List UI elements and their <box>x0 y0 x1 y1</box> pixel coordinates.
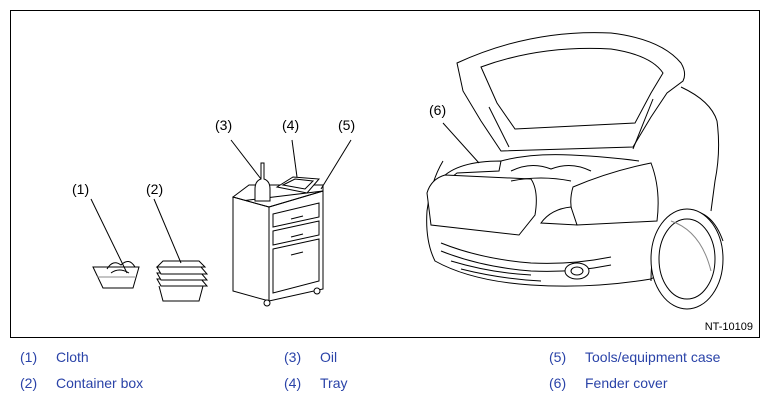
illustration <box>90 32 724 310</box>
legend-number: (2) <box>20 375 38 391</box>
legend-item-tray: (4) Tray <box>284 375 347 391</box>
legend-label: Container box <box>56 375 144 391</box>
legend-number: (1) <box>20 349 38 365</box>
callout-6: (6) <box>429 102 447 118</box>
legend-label: Fender cover <box>585 375 668 391</box>
callout-2: (2) <box>146 181 164 197</box>
legend-item-oil: (3) Oil <box>284 349 337 365</box>
oil-bottle-illustration <box>254 162 271 202</box>
legend-number: (5) <box>549 349 567 365</box>
legend-label: Oil <box>320 349 338 365</box>
legend-label: Tray <box>320 375 348 391</box>
legend-number: (4) <box>284 375 302 391</box>
legend-item-tools-case: (5) Tools/equipment case <box>549 349 720 365</box>
callout-5: (5) <box>338 117 356 133</box>
legend-number: (3) <box>284 349 302 365</box>
legend-label: Tools/equipment case <box>585 349 721 365</box>
legend-item-cloth: (1) Cloth <box>20 349 89 365</box>
car-illustration <box>426 32 724 310</box>
legend-label: Cloth <box>56 349 89 365</box>
leader-lines <box>90 122 480 274</box>
figure-id: NT-10109 <box>704 321 753 333</box>
tray-illustration <box>275 176 321 194</box>
cloth-basket-illustration <box>92 261 140 289</box>
legend-item-fender-cover: (6) Fender cover <box>549 375 667 391</box>
callout-4: (4) <box>282 117 300 133</box>
callout-3: (3) <box>215 117 233 133</box>
legend-number: (6) <box>549 375 567 391</box>
legend-item-container-box: (2) Container box <box>20 375 143 391</box>
container-box-illustration <box>155 260 209 302</box>
legend: (1) Cloth (2) Container box (3) Oil (4) Tray… <box>0 338 771 400</box>
callout-1: (1) <box>72 181 90 197</box>
tools-case-illustration <box>232 184 324 307</box>
figure-panel: (1) (2) (3) (4) (5) (6) NT-10109 <box>10 10 760 338</box>
